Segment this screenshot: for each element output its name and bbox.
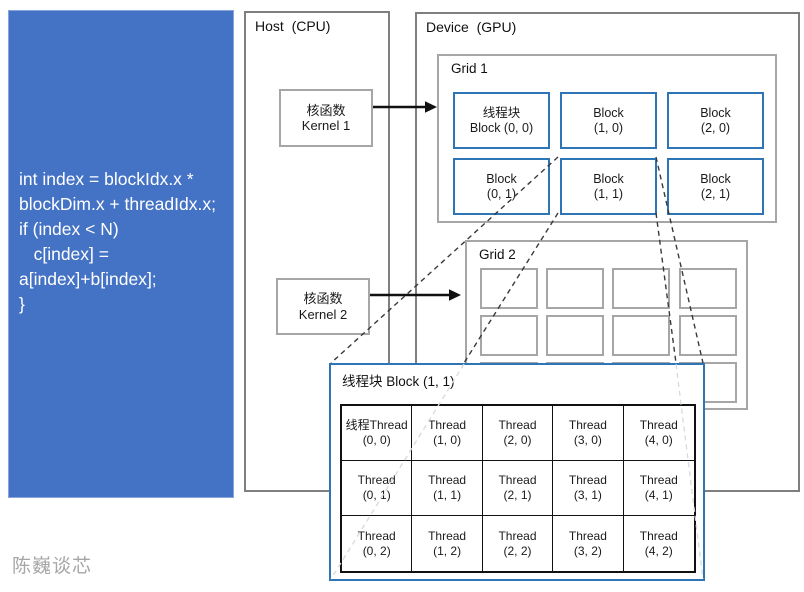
thread-label: 线程Thread	[345, 418, 408, 432]
watermark-text: 陈巍谈芯	[12, 556, 93, 577]
thread-coords: (3, 1)	[573, 488, 602, 502]
block-coords: (2, 1)	[700, 186, 731, 201]
thread-cell-3-2: Thread (3, 2)	[553, 516, 624, 571]
thread-label: Thread	[428, 418, 467, 432]
code-line: int index = blockIdx.x *	[19, 169, 194, 189]
thread-cell-4-0: Thread (4, 0)	[623, 406, 694, 461]
grid1-block-0-1: Block (0, 1)	[453, 158, 550, 215]
thread-label: Thread	[639, 528, 678, 543]
kernel1-label-en: Kernel 1	[301, 118, 351, 133]
thread-coords: (2, 1)	[503, 488, 532, 502]
grid1-label: Grid 1	[451, 61, 488, 76]
grid1-block-1-0: Block (1, 0)	[560, 92, 657, 149]
thread-cell-0-1: Thread (0, 1)	[342, 461, 413, 516]
code-line: c[index] =	[19, 244, 109, 264]
kernel1-box: 核函数 Kernel 1	[279, 89, 373, 147]
thread-cell-2-2: Thread (2, 2)	[483, 516, 554, 571]
thread-coords: (1, 2)	[433, 543, 462, 558]
thread-coords: (4, 1)	[644, 488, 673, 502]
block-coords: (1, 1)	[593, 186, 624, 201]
thread-coords: (4, 0)	[644, 433, 673, 447]
thread-coords: (0, 0)	[362, 433, 391, 447]
grid2-block	[679, 315, 737, 356]
grid2-block	[612, 315, 670, 356]
thread-label: Thread	[428, 528, 467, 543]
thread-label: Thread	[498, 528, 537, 543]
block-coords: Block (0, 0)	[469, 120, 534, 135]
thread-coords: (2, 2)	[503, 543, 532, 558]
grid2-block	[480, 315, 538, 356]
block-label: Block	[700, 171, 731, 186]
block-label: Block	[700, 105, 731, 120]
device-gpu-title: Device (GPU)	[426, 19, 517, 35]
thread-cell-4-1: Thread (4, 1)	[623, 461, 694, 516]
thread-cell-0-2: Thread (0, 2)	[342, 516, 413, 571]
kernel2-box: 核函数 Kernel 2	[276, 278, 370, 335]
thread-label: Thread	[428, 473, 467, 487]
thread-cell-2-1: Thread (2, 1)	[482, 461, 554, 516]
grid2-label: Grid 2	[479, 247, 516, 262]
code-line: blockDim.x + threadIdx.x;	[19, 194, 216, 214]
thread-coords: (1, 1)	[433, 488, 462, 502]
thread-label: Thread	[568, 418, 607, 432]
grid2-block	[546, 315, 604, 356]
grid2-block	[612, 268, 670, 309]
grid1-box: Grid 1 线程块 Block (0, 0) Block (1, 0) Blo…	[437, 54, 777, 223]
thread-label: Thread	[639, 473, 678, 487]
thread-coords: (0, 2)	[362, 543, 391, 558]
thread-label: Thread	[568, 473, 607, 487]
block-label: 线程块	[482, 105, 521, 120]
thread-cell-1-0: Thread (1, 0)	[412, 406, 483, 461]
thread-cell-1-2: Thread (1, 2)	[412, 516, 483, 571]
thread-label: Thread	[357, 528, 396, 543]
thread-coords: (1, 0)	[433, 433, 462, 447]
thread-label: Thread	[639, 418, 678, 432]
block-label: Block	[593, 105, 624, 120]
threadblock-expansion-title: 线程块 Block (1, 1)	[342, 374, 455, 389]
grid1-block-1-1: Block (1, 1)	[560, 158, 657, 215]
thread-coords: (3, 0)	[573, 433, 602, 447]
kernel1-label-cn: 核函数	[306, 102, 346, 118]
grid1-block-2-1: Block (2, 1)	[667, 158, 764, 215]
code-line: if (index < N)	[19, 219, 119, 239]
thread-cell-3-1: Thread (3, 1)	[553, 461, 624, 516]
kernel2-label-cn: 核函数	[303, 291, 343, 306]
block-label: Block	[486, 171, 517, 186]
cuda-code-snippet: int index = blockIdx.x * blockDim.x + th…	[19, 167, 229, 317]
thread-cell-2-0: Thread (2, 0)	[482, 406, 554, 461]
thread-coords: (3, 2)	[573, 543, 602, 558]
grid2-block	[480, 268, 538, 309]
grid2-block	[546, 268, 604, 309]
block-coords: (2, 0)	[700, 120, 731, 135]
thread-label: Thread	[357, 473, 396, 487]
thread-cell-3-0: Thread (3, 0)	[553, 406, 624, 461]
thread-label: Thread	[498, 418, 537, 432]
thread-label: Thread	[498, 473, 537, 487]
thread-label: Thread	[568, 528, 607, 543]
thread-cell-4-2: Thread (4, 2)	[624, 516, 694, 571]
thread-cell-1-1: Thread (1, 1)	[412, 461, 483, 516]
grid1-block-2-0: Block (2, 0)	[667, 92, 764, 149]
threadblock-expansion-box: 线程块 Block (1, 1) 线程Thread (0, 0) Thread …	[329, 363, 705, 581]
code-line: a[index]+b[index];	[19, 269, 157, 289]
block-coords: (1, 0)	[593, 120, 624, 135]
block-coords: (0, 1)	[486, 186, 517, 201]
host-cpu-title: Host (CPU)	[255, 18, 331, 34]
block-label: Block	[593, 171, 624, 186]
thread-coords: (4, 2)	[644, 543, 673, 558]
thread-cell-0-0: 线程Thread (0, 0)	[342, 406, 413, 461]
code-panel: int index = blockIdx.x * blockDim.x + th…	[8, 10, 234, 498]
grid2-block	[679, 268, 737, 309]
thread-table: 线程Thread (0, 0) Thread (1, 0) Thread (2,…	[340, 404, 696, 573]
thread-coords: (2, 0)	[503, 433, 532, 447]
code-line: }	[19, 294, 25, 314]
grid1-block-0-0: 线程块 Block (0, 0)	[453, 92, 550, 149]
thread-coords: (0, 1)	[362, 488, 391, 502]
kernel2-label-en: Kernel 2	[298, 306, 348, 322]
